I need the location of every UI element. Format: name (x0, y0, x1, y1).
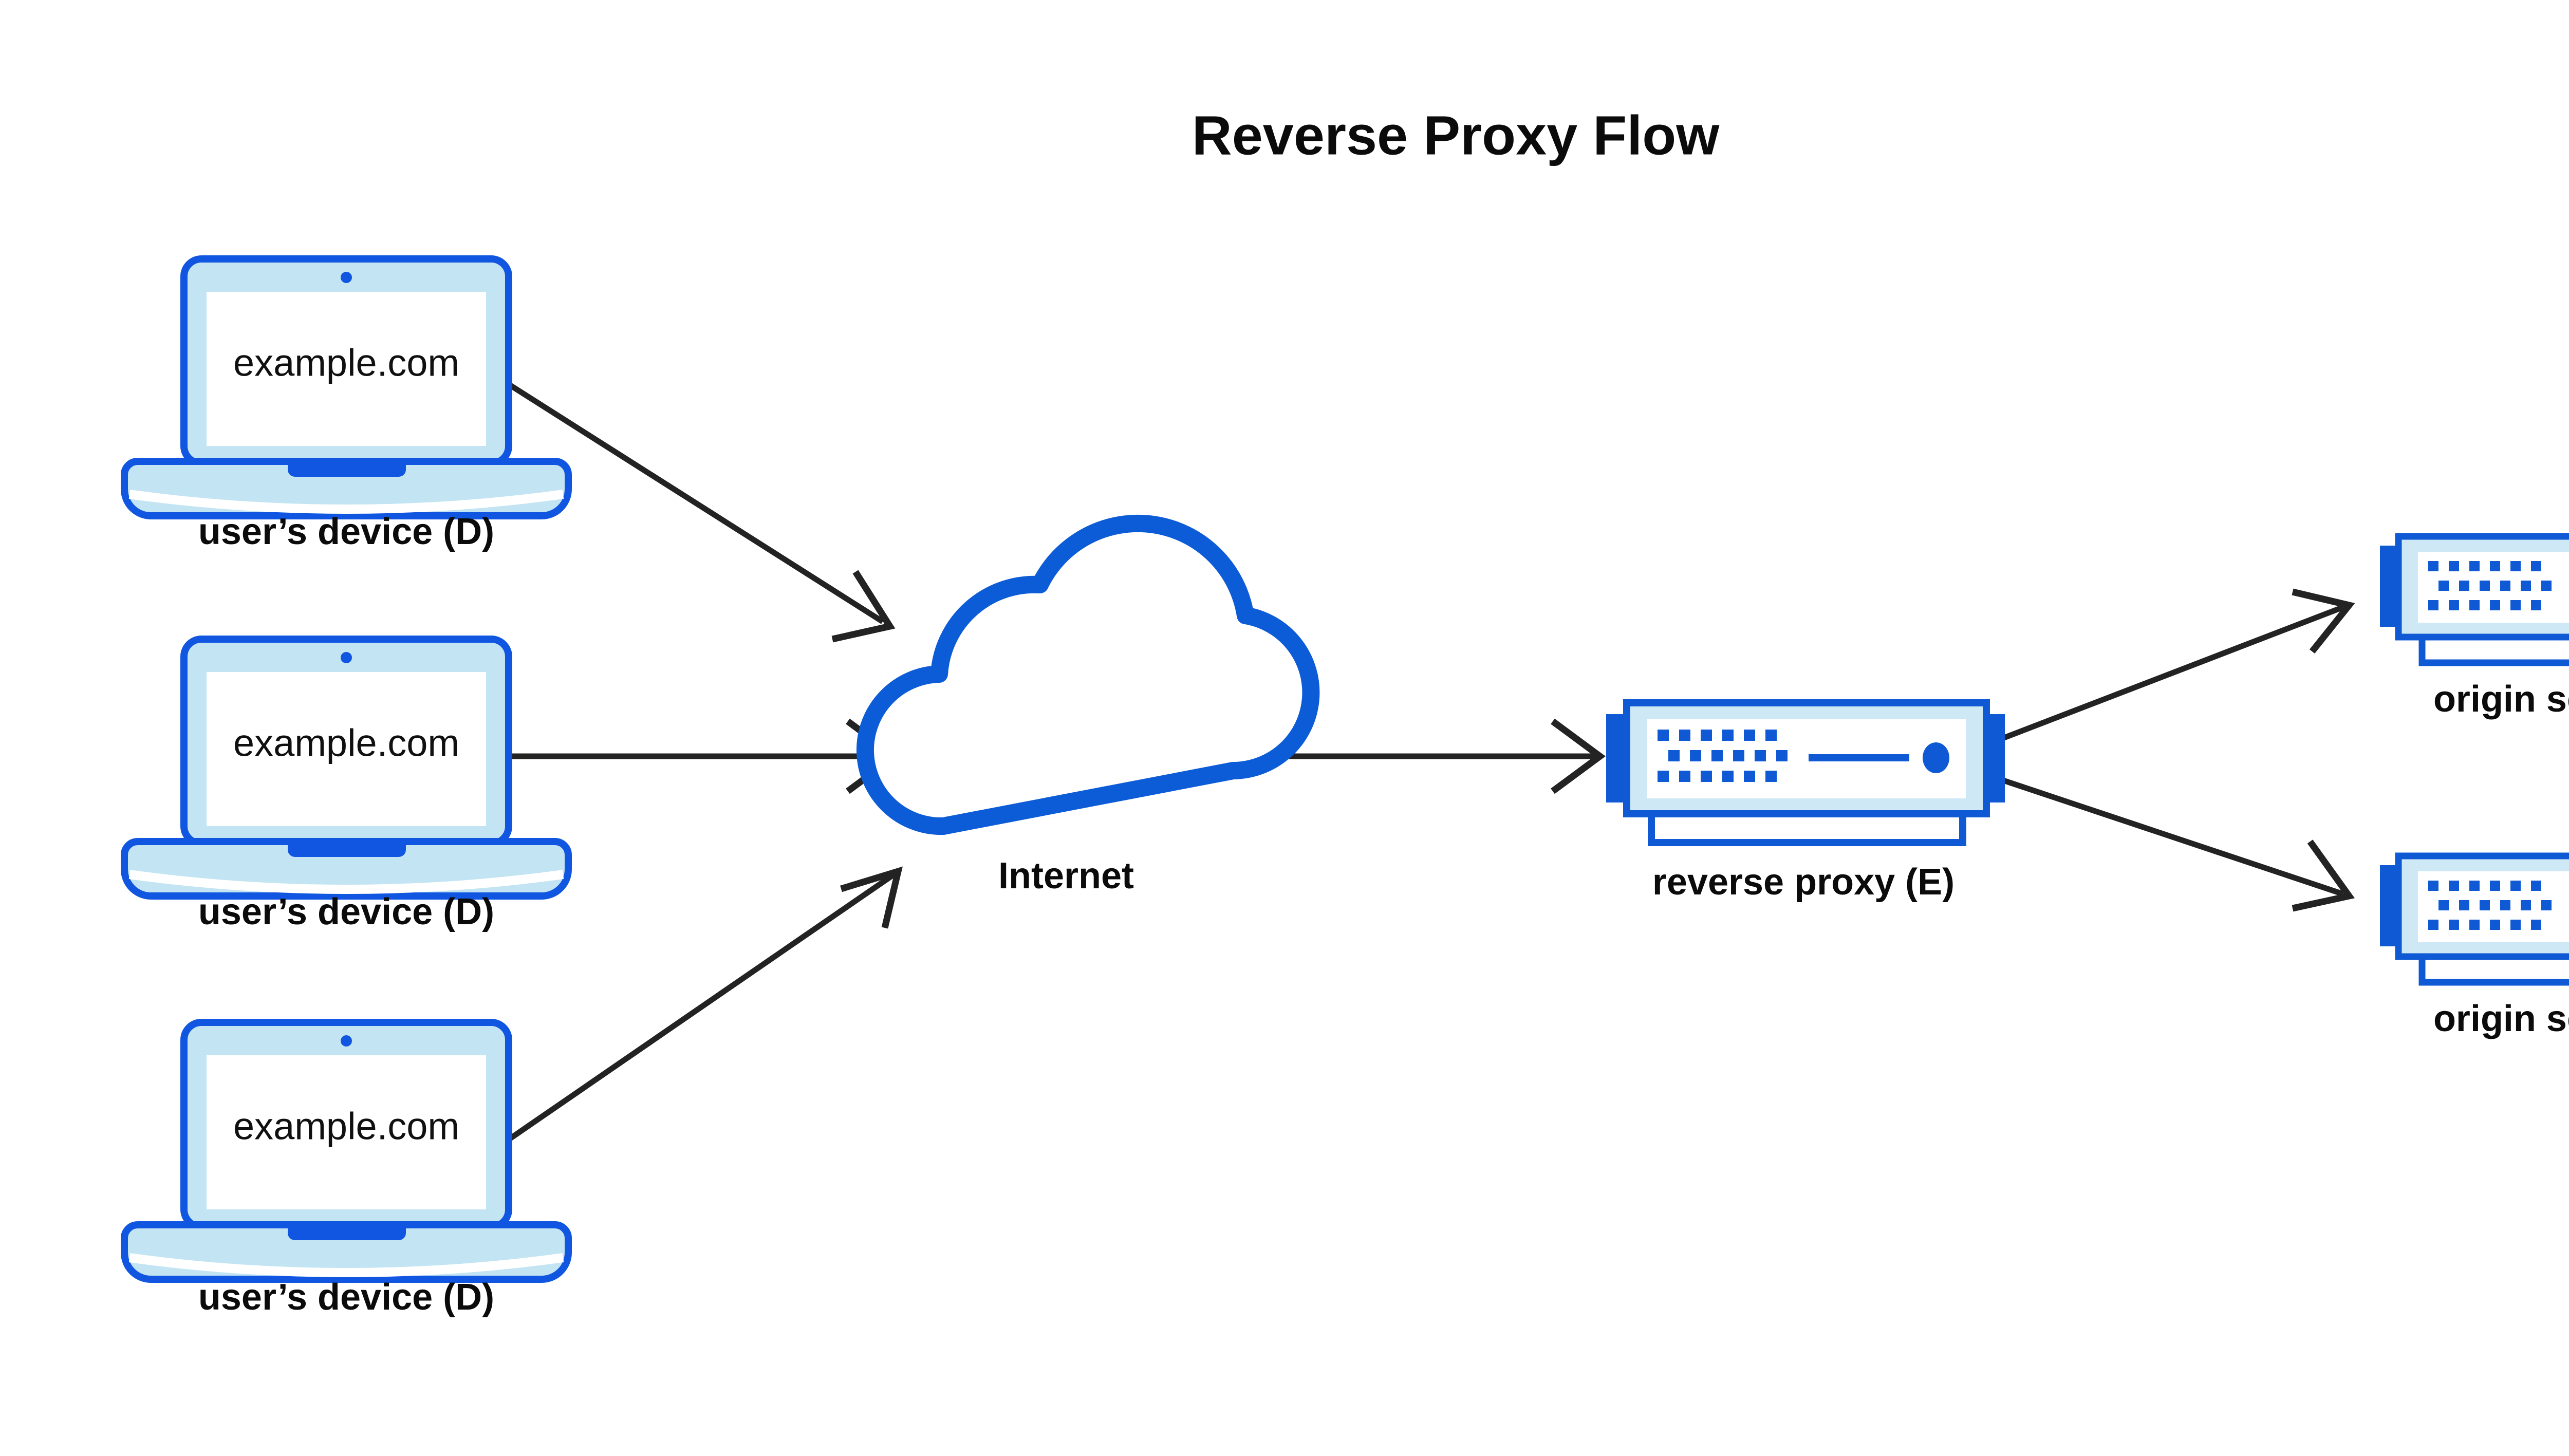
edge-client1-internet (507, 382, 896, 643)
edge-proxy-origin2 (1998, 776, 2355, 912)
edge-client2-internet (509, 718, 901, 794)
laptop-screen-text: example.com (233, 1105, 459, 1148)
node-label-client-1: user’s device (D) (198, 511, 494, 552)
edge-client3-internet (507, 866, 903, 1142)
cloud-icon (857, 514, 1320, 835)
node-origin-2[interactable]: origin server (F) (2380, 852, 2569, 1039)
edge-proxy-origin1 (1998, 588, 2355, 743)
laptop-icon (121, 255, 572, 519)
node-label-origin-1: origin server (F) (2433, 679, 2569, 720)
node-reverse-proxy[interactable]: reverse proxy (E) (1606, 699, 2005, 903)
laptop-screen-text: example.com (233, 342, 459, 384)
node-client-3[interactable]: example.com user’s device (D) (121, 1019, 572, 1318)
node-label-reverse-proxy: reverse proxy (E) (1652, 862, 1954, 903)
page-title: Reverse Proxy Flow (1192, 104, 1720, 166)
server-icon (2380, 852, 2569, 986)
server-icon (1606, 699, 2005, 846)
node-label-origin-2: origin server (F) (2433, 998, 2569, 1039)
laptop-icon (121, 636, 572, 900)
server-icon (2380, 533, 2569, 666)
laptop-icon (121, 1019, 572, 1283)
node-label-internet: Internet (998, 855, 1134, 897)
node-origin-1[interactable]: origin server (F) (2380, 533, 2569, 720)
edge-internet-proxy (1233, 718, 1606, 794)
laptop-screen-text: example.com (233, 722, 459, 764)
node-client-2[interactable]: example.com user’s device (D) (121, 636, 572, 932)
node-label-client-2: user’s device (D) (198, 891, 494, 932)
node-label-client-3: user’s device (D) (198, 1277, 494, 1318)
node-internet[interactable]: Internet (857, 514, 1320, 897)
node-client-1[interactable]: example.com user’s device (D) (121, 255, 572, 552)
